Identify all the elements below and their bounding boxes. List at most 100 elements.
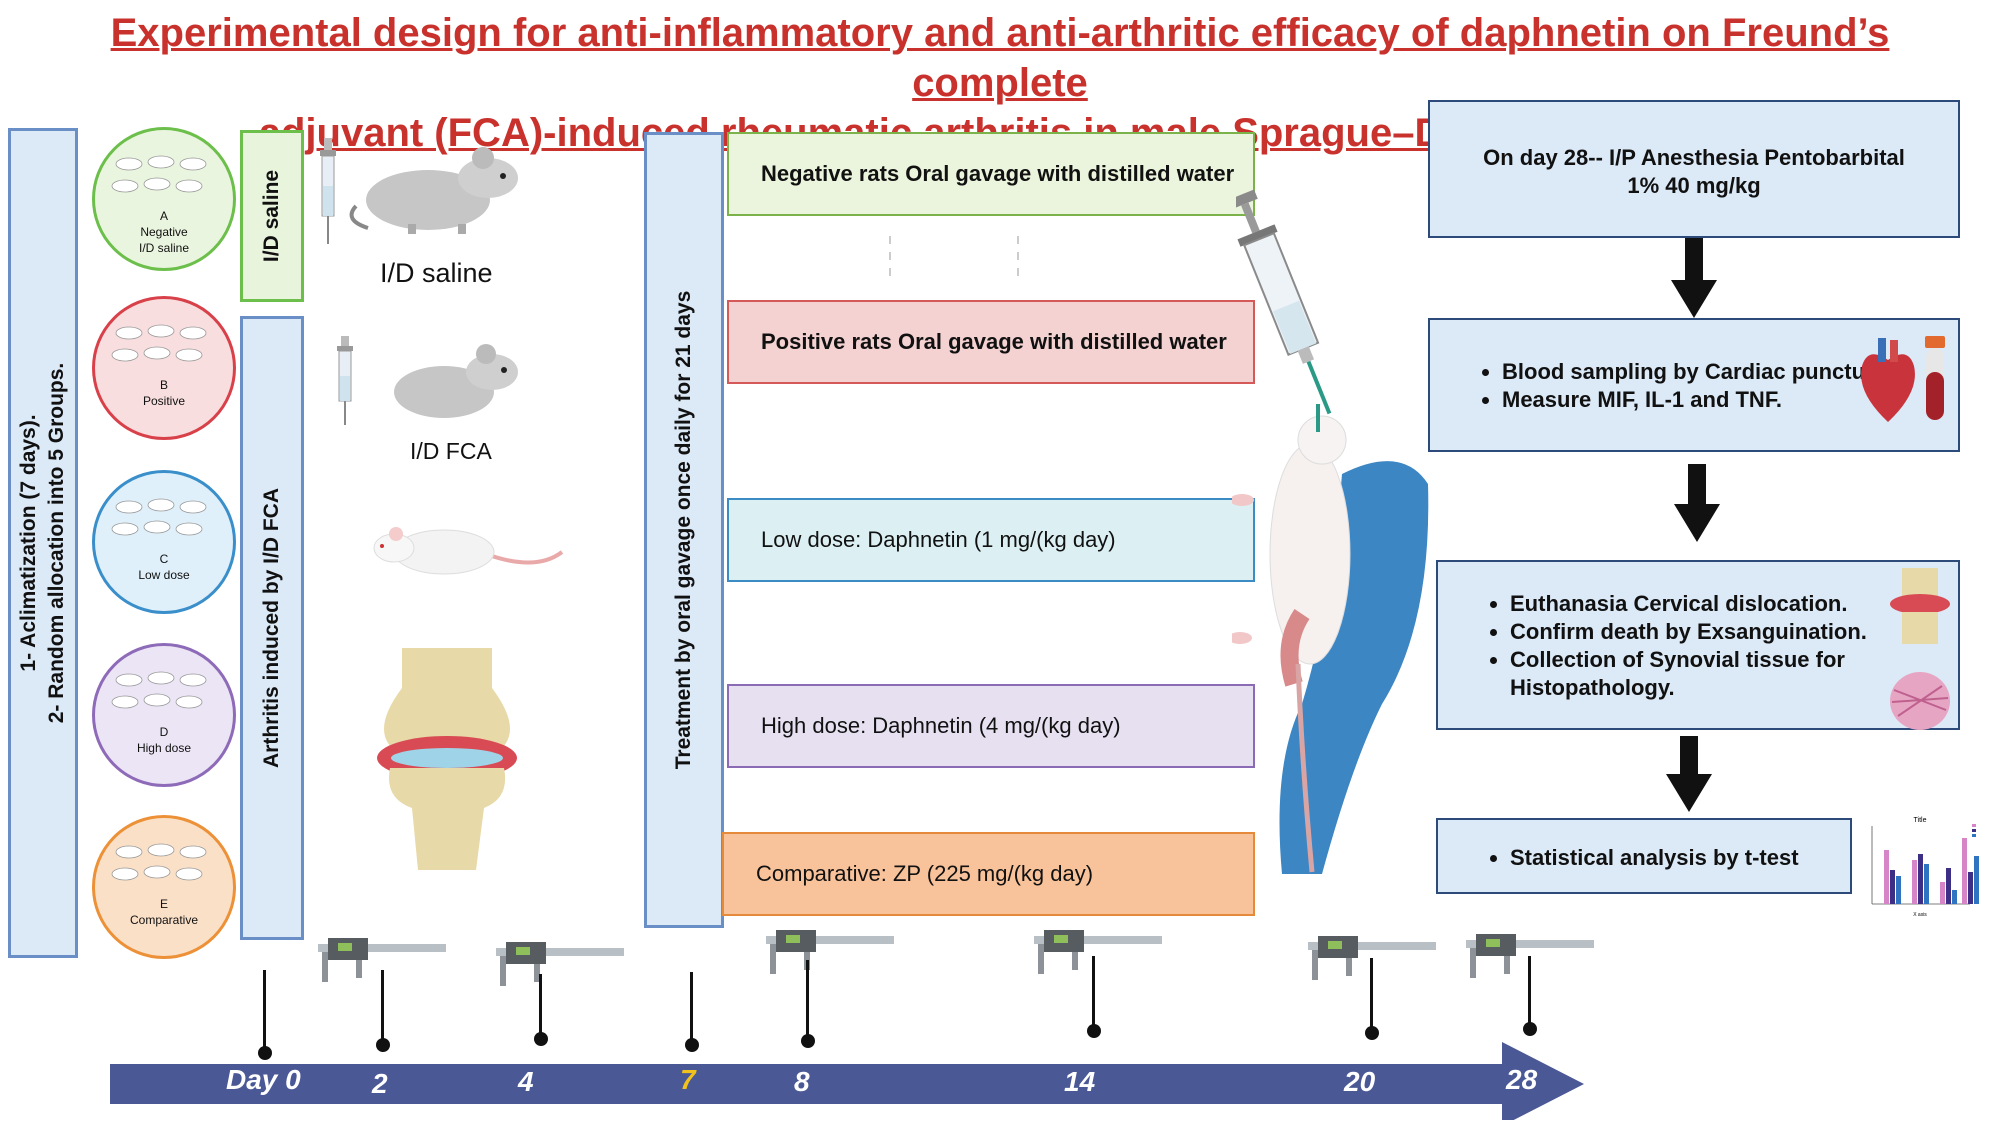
down-arrow-icon — [1674, 464, 1720, 542]
anesthesia-line-1: On day 28-- I/P Anesthesia Pentobarbital — [1483, 145, 1905, 170]
fca-box-label: Arthritis induced by I/D FCA — [260, 487, 283, 769]
treatment-comparative-text: Comparative: ZP (225 mg/(kg day) — [756, 861, 1094, 886]
group-circle-d: D High dose — [92, 643, 236, 787]
timeline-pin — [381, 970, 384, 1044]
synovial-collection-item: Collection of Synovial tissue for Histop… — [1510, 646, 1878, 702]
anesthesia-line-2: 1% 40 mg/kg — [1627, 173, 1761, 198]
saline-label: I/D saline — [380, 258, 493, 288]
acclimatization-line-1: 1- Aclimatization (7 days). — [17, 414, 40, 672]
euthanasia-item: Euthanasia Cervical dislocation. — [1510, 590, 1878, 618]
group-circle-a: A Negative I/D saline — [92, 127, 236, 271]
mice-icon — [111, 843, 207, 881]
group-b-name: Positive — [142, 394, 186, 408]
histology-tissue-icon — [1890, 672, 1950, 730]
timeline-tick-20: 20 — [1344, 1066, 1376, 1097]
blood-sampling-box: Blood sampling by Cardiac puncture. Meas… — [1428, 318, 1960, 452]
timeline-pin-dot — [258, 1046, 272, 1060]
group-d-name: High dose — [136, 741, 192, 755]
measure-cytokines-item: Measure MIF, IL-1 and TNF. — [1502, 386, 1958, 414]
fca-label: I/D FCA — [410, 438, 492, 464]
timeline-pin-dot — [376, 1038, 390, 1052]
treatment-negative: Negative rats Oral gavage with distilled… — [727, 132, 1255, 216]
title-line-1: Experimental design for anti-inflammator… — [110, 11, 1890, 105]
caliper-icon — [1034, 930, 1162, 974]
statistics-item: Statistical analysis by t-test — [1510, 844, 1850, 872]
group-e-name: Comparative — [129, 913, 199, 927]
timeline-pin — [263, 970, 266, 1052]
knee-joint-icon — [377, 648, 517, 870]
anesthesia-box: On day 28-- I/P Anesthesia Pentobarbital… — [1428, 100, 1960, 238]
saline-box: I/D saline — [240, 130, 304, 302]
group-e-letter: E — [159, 897, 168, 911]
blood-tube-icon — [1925, 336, 1945, 420]
down-arrow-icon — [1666, 736, 1712, 812]
euthanasia-box: Euthanasia Cervical dislocation. Confirm… — [1436, 560, 1960, 730]
timeline-tick-14: 14 — [1064, 1066, 1096, 1097]
timeline-tick-day0: Day 0 — [226, 1064, 301, 1095]
caliper-icon — [1308, 936, 1436, 980]
treatment-comparative: Comparative: ZP (225 mg/(kg day) — [722, 832, 1255, 916]
group-c-name: Low dose — [138, 568, 190, 582]
mini-chart-title: Title — [1914, 817, 1927, 824]
treatment-positive-text: Positive rats Oral gavage with distilled… — [761, 329, 1227, 354]
timeline-pin — [1528, 956, 1531, 1028]
mouse-icon — [394, 344, 518, 418]
timeline-pin-dot — [801, 1034, 815, 1048]
group-circle-b: B Positive — [92, 296, 236, 440]
timeline-pin-dot — [1365, 1026, 1379, 1040]
group-a-letter: A — [159, 209, 168, 223]
acclimatization-panel: 1- Aclimatization (7 days). 2- Random al… — [8, 128, 78, 958]
caliper-icon — [1466, 934, 1594, 978]
timeline-tick-7: 7 — [680, 1064, 696, 1095]
group-b-letter: B — [159, 378, 168, 392]
timeline-tick-2: 2 — [372, 1068, 388, 1099]
heart-icon — [1861, 338, 1915, 422]
mouse-icon — [349, 147, 518, 234]
rat-icon — [373, 527, 564, 575]
statistics-box: Statistical analysis by t-test — [1436, 818, 1852, 894]
gavage-syringe-icon — [1236, 189, 1332, 415]
caliper-icon — [496, 942, 624, 986]
group-circle-e: E Comparative — [92, 815, 236, 959]
timeline-arrow — [110, 1042, 1584, 1120]
timeline-tick-4: 4 — [518, 1066, 534, 1097]
timeline-pin — [539, 974, 542, 1040]
treatment-negative-text: Negative rats Oral gavage with distilled… — [761, 161, 1235, 186]
group-c-letter: C — [159, 552, 169, 566]
fca-box: Arthritis induced by I/D FCA — [240, 316, 304, 940]
caliper-icon — [766, 930, 894, 974]
timeline-pin — [690, 972, 693, 1044]
treatment-box-label: Treatment by oral gavage once daily for … — [672, 290, 695, 770]
timeline-pin-dot — [685, 1038, 699, 1052]
group-a-name: Negative — [140, 225, 188, 239]
down-arrow-icon — [1671, 238, 1717, 318]
treatment-positive: Positive rats Oral gavage with distilled… — [727, 300, 1255, 384]
caliper-icon — [318, 938, 446, 982]
treatment-box: Treatment by oral gavage once daily for … — [644, 132, 724, 928]
blood-sampling-item: Blood sampling by Cardiac puncture. — [1502, 358, 1958, 386]
syringe-icon — [337, 336, 353, 425]
timeline-pin — [1370, 958, 1373, 1032]
group-d-letter: D — [159, 725, 169, 739]
dashed-connector — [889, 236, 1019, 280]
acclimatization-line-2: 2- Random allocation into 5 Groups. — [45, 362, 68, 724]
timeline-pin-dot — [1523, 1022, 1537, 1036]
treatment-low-dose-text: Low dose: Daphnetin (1 mg/(kg day) — [761, 527, 1116, 552]
confirm-death-item: Confirm death by Exsanguination. — [1510, 618, 1878, 646]
group-circle-c: C Low dose — [92, 470, 236, 614]
mini-bar-chart-icon: Title X axis — [1871, 817, 1979, 918]
mice-icon — [111, 155, 207, 193]
treatment-high-dose-text: High dose: Daphnetin (4 mg/(kg day) — [761, 713, 1121, 738]
timeline-pin — [806, 960, 809, 1040]
timeline-pin-dot — [534, 1032, 548, 1046]
mice-icon — [111, 498, 207, 536]
rat-in-glove-icon — [1232, 404, 1429, 874]
timeline-pin — [1092, 956, 1095, 1030]
treatment-high-dose: High dose: Daphnetin (4 mg/(kg day) — [727, 684, 1255, 768]
timeline-pin-dot — [1087, 1024, 1101, 1038]
saline-box-label: I/D saline — [260, 169, 283, 263]
syringe-icon — [320, 138, 336, 244]
timeline-tick-28: 28 — [1506, 1064, 1538, 1095]
mini-chart-xlabel: X axis — [1913, 912, 1927, 918]
timeline-tick-8: 8 — [794, 1066, 810, 1097]
